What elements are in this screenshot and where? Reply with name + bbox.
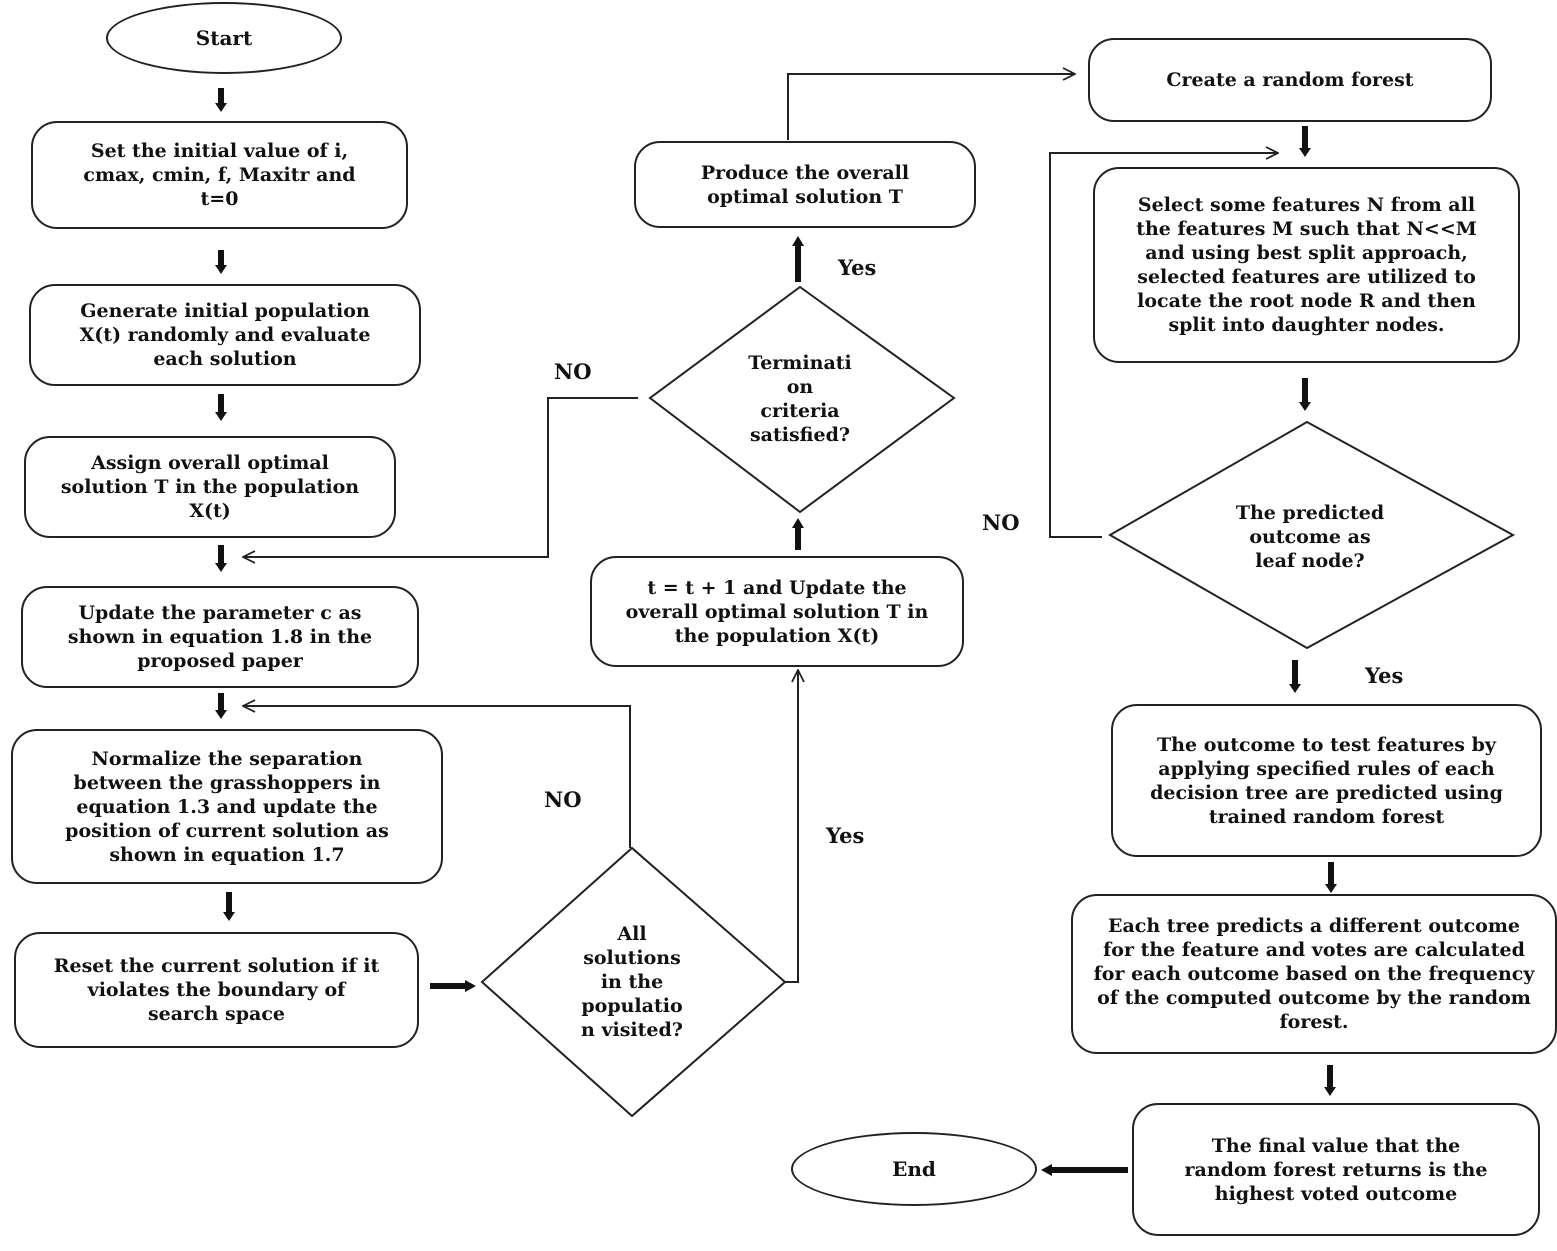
termination-decision-text: Terminati on criteria satisfied? bbox=[748, 352, 852, 446]
leaf-node-decision-text: The predicted outcome as leaf node? bbox=[1235, 502, 1385, 572]
generate-population-text: Generate initial population X(t) randoml… bbox=[79, 300, 371, 370]
termination-no-label: NO bbox=[554, 359, 592, 384]
final-value-text: The final value that the random forest r… bbox=[1184, 1134, 1488, 1205]
flow-line-visited-yes bbox=[785, 670, 798, 983]
all-visited-decision-text: All solutions in the populatio n visited… bbox=[581, 923, 683, 1041]
generate-population-step: Generate initial population X(t) randoml… bbox=[29, 284, 421, 386]
visited-no-label: NO bbox=[544, 787, 582, 812]
flow-arrow-normalize-to-reset bbox=[223, 892, 235, 921]
update-t-text: t = t + 1 and Update the overall optimal… bbox=[625, 576, 929, 647]
flow-arrow-select-to-leaf bbox=[1299, 378, 1311, 411]
select-features-step: Select some features N from all the feat… bbox=[1093, 167, 1520, 363]
produce-optimal-text: Produce the overall optimal solution T bbox=[700, 161, 910, 208]
final-value-step: The final value that the random forest r… bbox=[1132, 1103, 1540, 1236]
leaf-no-label: NO bbox=[982, 510, 1020, 535]
flow-line-termination-no bbox=[243, 397, 638, 557]
select-features-text: Select some features N from all the feat… bbox=[1136, 194, 1477, 336]
flow-arrow-set-to-generate bbox=[215, 250, 227, 274]
end-terminal: End bbox=[791, 1132, 1037, 1206]
test-features-text: The outcome to test features by applying… bbox=[1150, 733, 1503, 828]
flow-arrow-leaf-to-test bbox=[1289, 660, 1301, 693]
reset-solution-step: Reset the current solution if it violate… bbox=[14, 932, 419, 1048]
decision-diamond-all-visited bbox=[480, 846, 787, 1118]
tree-votes-text: Each tree predicts a different outcome f… bbox=[1093, 915, 1535, 1033]
flow-arrow-termination-to-produce bbox=[792, 236, 804, 282]
flow-arrow-reset-to-visited bbox=[430, 980, 476, 992]
create-forest-text: Create a random forest bbox=[1166, 69, 1414, 91]
visited-yes-label: Yes bbox=[826, 823, 865, 848]
create-forest-step: Create a random forest bbox=[1088, 38, 1492, 122]
set-initial-values-text: Set the initial value of i, cmax, cmin, … bbox=[83, 140, 356, 210]
update-t-step: t = t + 1 and Update the overall optimal… bbox=[590, 556, 964, 667]
flow-arrow-assign-to-update bbox=[215, 545, 227, 572]
tree-votes-step: Each tree predicts a different outcome f… bbox=[1071, 894, 1557, 1054]
flow-arrow-update-to-normalize bbox=[215, 693, 227, 719]
reset-solution-text: Reset the current solution if it violate… bbox=[53, 955, 380, 1025]
termination-yes-label: Yes bbox=[838, 255, 877, 280]
start-terminal: Start bbox=[106, 2, 342, 74]
produce-optimal-step: Produce the overall optimal solution T bbox=[634, 141, 976, 228]
flow-arrow-update-to-termination bbox=[792, 518, 804, 550]
flow-line-leaf-no bbox=[1049, 153, 1278, 538]
end-label: End bbox=[892, 1157, 936, 1181]
assign-optimal-text: Assign overall optimal solution T in the… bbox=[60, 452, 360, 522]
flow-arrow-generate-to-assign bbox=[215, 394, 227, 421]
flow-arrow-final-to-end bbox=[1041, 1164, 1128, 1176]
flow-arrow-forest-to-select bbox=[1299, 126, 1311, 157]
update-parameter-text: Update the parameter c as shown in equat… bbox=[67, 602, 373, 672]
test-features-step: The outcome to test features by applying… bbox=[1111, 704, 1542, 857]
flow-line-produce-to-forest bbox=[787, 74, 1075, 140]
decision-diamond-leaf-node bbox=[1107, 420, 1516, 650]
normalize-text: Normalize the separation between the gra… bbox=[65, 747, 389, 866]
flow-arrow-start-to-set bbox=[215, 88, 227, 112]
flow-arrow-votes-to-final bbox=[1324, 1065, 1336, 1096]
update-parameter-step: Update the parameter c as shown in equat… bbox=[21, 586, 419, 688]
start-label: Start bbox=[195, 26, 253, 50]
leaf-yes-label: Yes bbox=[1365, 663, 1404, 688]
flow-arrow-test-to-votes bbox=[1325, 862, 1337, 893]
decision-diamond-termination bbox=[648, 285, 956, 514]
flow-line-visited-no bbox=[243, 706, 631, 848]
assign-optimal-step: Assign overall optimal solution T in the… bbox=[24, 436, 396, 538]
set-initial-values-step: Set the initial value of i, cmax, cmin, … bbox=[31, 121, 408, 229]
normalize-step: Normalize the separation between the gra… bbox=[11, 729, 443, 884]
